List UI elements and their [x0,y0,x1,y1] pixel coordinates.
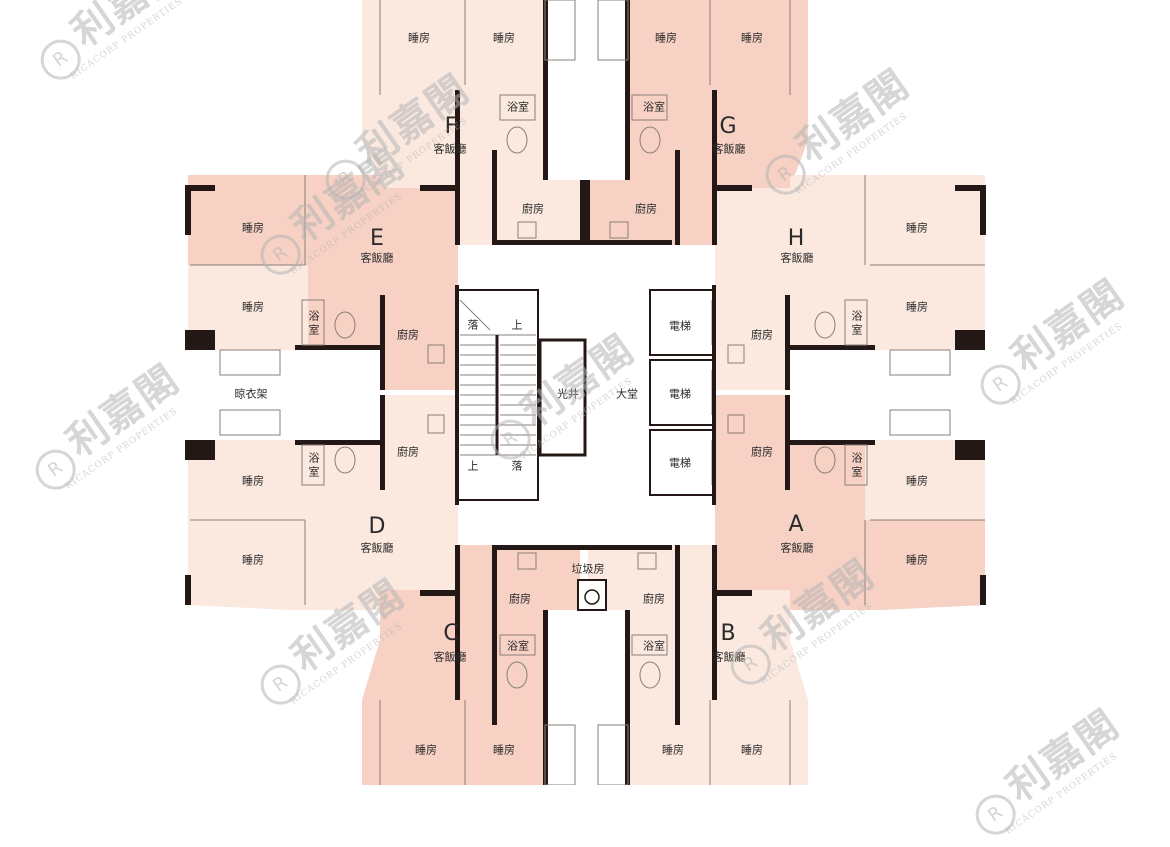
unit-h-kitchen-label: 廚房 [751,328,773,342]
unit-h-area [715,175,985,390]
stair-down-label-top: 落 [467,318,479,332]
stair-up-label-bottom: 上 [467,459,479,473]
stair-down-label-bottom: 落 [511,459,523,473]
unit-b-area [588,545,808,785]
unit-e-letter: E [370,226,384,251]
unit-g-bedroom2-label: 睡房 [741,31,763,45]
unit-c-bathroom-label: 浴室 [507,639,529,653]
unit-e-bathroom-top-label: 浴 [308,309,320,323]
unit-g-letter: G [719,114,737,139]
partitions [190,0,985,785]
unit-c-kitchen-label: 廚房 [509,592,531,606]
lift-2-label: 電梯 [669,387,691,401]
unit-c-bedroom1-label: 睡房 [415,743,437,757]
lightwell-label: 光井 [557,387,579,401]
unit-d-bathroom-bottom-label: 室 [308,465,320,479]
unit-c-area [362,545,580,785]
unit-f-bathroom-label: 浴室 [507,100,529,114]
unit-c-letter: C [443,621,459,646]
unit-d-bedroom1-label: 睡房 [242,474,264,488]
unit-d-kitchen-label: 廚房 [397,445,419,459]
unit-b-bathroom-label: 浴室 [643,639,665,653]
unit-f-area [362,0,580,245]
unit-f-living-label: 客飯廳 [433,142,467,156]
unit-d-living-label: 客飯廳 [360,541,394,555]
lift-1-label: 電梯 [669,319,691,333]
unit-b-bedroom2-label: 睡房 [741,743,763,757]
unit-d-bathroom-top-label: 浴 [308,451,320,465]
lift-3-label: 電梯 [669,456,691,470]
unit-g-bedroom1-label: 睡房 [655,31,677,45]
lobby-label: 大堂 [616,387,638,401]
unit-h-bathroom-bottom-label: 室 [851,323,863,337]
unit-a-bedroom2-label: 睡房 [906,553,928,567]
unit-b-bedroom1-label: 睡房 [662,743,684,757]
unit-h-living-label: 客飯廳 [780,251,814,265]
unit-a-bedroom1-label: 睡房 [906,474,928,488]
unit-a-bathroom-bottom-label: 室 [851,465,863,479]
unit-b-letter: B [720,621,736,646]
walls [185,0,986,785]
refuse-room-label: 垃圾房 [571,562,605,576]
unit-f-letter: F [444,114,458,139]
unit-d-letter: D [368,514,386,539]
unit-d-area [188,395,458,610]
unit-e-bedroom1-label: 睡房 [242,221,264,235]
unit-c-bedroom2-label: 睡房 [493,743,515,757]
unit-e-living-label: 客飯廳 [360,251,394,265]
unit-a-living-label: 客飯廳 [780,541,814,555]
unit-f-bedroom1-label: 睡房 [408,31,430,45]
stair-up-label-top: 上 [511,318,523,332]
unit-b-living-label: 客飯廳 [712,650,746,664]
floor-plan [185,0,986,785]
core [457,289,716,611]
unit-c-living-label: 客飯廳 [433,650,467,664]
unit-h-bedroom1-label: 睡房 [906,221,928,235]
unit-fills [188,0,985,785]
unit-h-bedroom2-label: 睡房 [906,300,928,314]
unit-d-bedroom2-label: 睡房 [242,553,264,567]
unit-a-letter: A [788,512,804,537]
unit-h-bathroom-top-label: 浴 [851,309,863,323]
unit-g-bathroom-label: 浴室 [643,100,665,114]
unit-g-kitchen-label: 廚房 [635,202,657,216]
drying-rack-label: 晾衣架 [234,387,268,401]
unit-b-kitchen-label: 廚房 [643,592,665,606]
unit-e-bathroom-bottom-label: 室 [308,323,320,337]
unit-e-bedroom2-label: 睡房 [242,300,264,314]
unit-f-bedroom2-label: 睡房 [493,31,515,45]
unit-f-kitchen-label: 廚房 [522,202,544,216]
unit-a-bathroom-top-label: 浴 [851,451,863,465]
unit-h-letter: H [787,226,805,251]
unit-g-area [588,0,808,245]
unit-e-kitchen-label: 廚房 [397,328,419,342]
unit-a-kitchen-label: 廚房 [751,445,773,459]
unit-g-living-label: 客飯廳 [712,142,746,156]
